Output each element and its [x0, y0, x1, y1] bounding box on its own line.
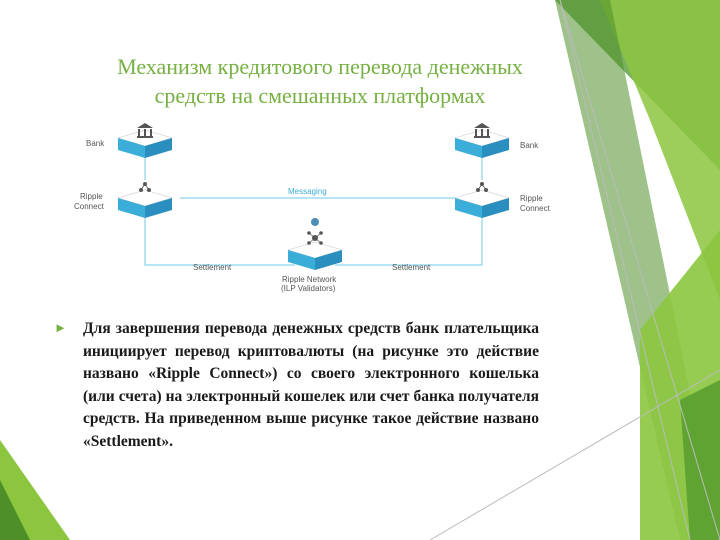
ripple-network-node	[286, 218, 344, 270]
right-connect-label-2: Connect	[520, 204, 551, 213]
ripple-diagram: Bank Ripple Connect Bank Ripple Connect …	[74, 123, 551, 293]
messaging-label: Messaging	[288, 187, 327, 196]
right-bank-block	[453, 123, 511, 158]
bullet-arrow-icon: ►	[54, 320, 67, 335]
right-connect-label-1: Ripple	[520, 194, 543, 203]
left-connect-label-2: Connect	[74, 202, 105, 211]
network-icon	[307, 231, 323, 245]
left-connect-block	[116, 182, 174, 218]
validator-badge-icon	[311, 218, 319, 226]
slide-title-line-2: средств на смешанных платформах	[154, 83, 486, 108]
left-connect-label-1: Ripple	[80, 192, 103, 201]
bank-icon	[474, 123, 490, 138]
bank-icon	[137, 123, 153, 138]
hub-icon	[476, 182, 488, 192]
bullet-text: Для завершения перевода денежных средств…	[83, 320, 539, 450]
right-connect-block	[453, 182, 511, 218]
slide-title: Механизм кредитового перевода денежных с…	[60, 52, 580, 110]
left-bank-label: Bank	[86, 139, 105, 148]
settlement-line-left	[144, 218, 295, 266]
network-label-1: Ripple Network	[282, 275, 337, 284]
settlement-line-right	[335, 218, 483, 266]
right-bank-label: Bank	[520, 141, 539, 150]
settlement-label-right: Settlement	[392, 263, 431, 272]
settlement-label-left: Settlement	[193, 263, 232, 272]
network-label-2: (ILP Validators)	[281, 284, 336, 293]
left-bank-block	[116, 123, 174, 158]
slide-title-line-1: Механизм кредитового перевода денежных	[117, 54, 523, 79]
hub-icon	[139, 182, 151, 192]
